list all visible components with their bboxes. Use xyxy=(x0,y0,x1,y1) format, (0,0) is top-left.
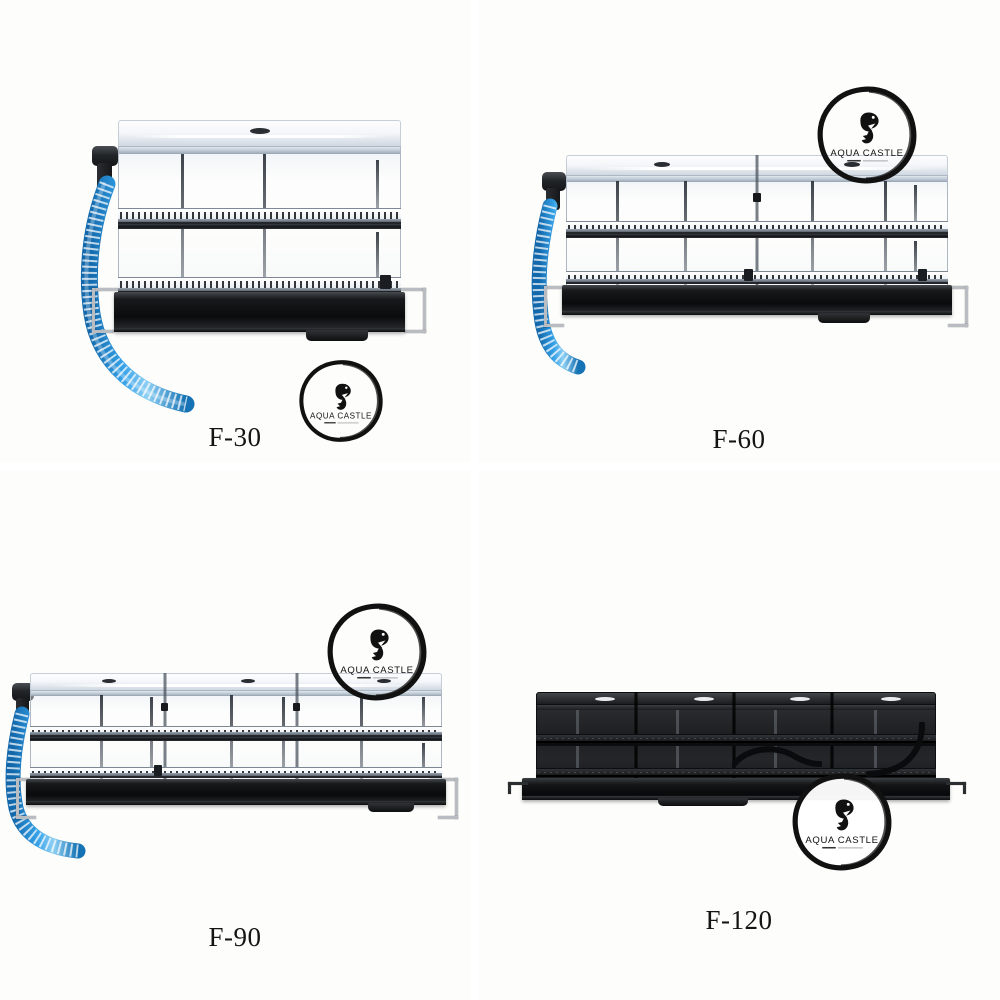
inner-baffle xyxy=(422,743,425,777)
chamber-divider xyxy=(566,234,948,238)
product-f90[interactable]: AQUA CASTLE F-90 xyxy=(0,470,470,1000)
caption-f90: F-90 xyxy=(208,922,262,952)
tray-slot-grille xyxy=(120,281,399,289)
tray-slot-grille xyxy=(538,738,934,739)
tray-slot-grille xyxy=(32,771,440,774)
internal-black-tube xyxy=(732,746,822,767)
internal-black-tube xyxy=(866,722,925,777)
lid-vent-hole xyxy=(789,697,810,701)
filter-box-f30[interactable] xyxy=(118,120,401,296)
tray-front-edge xyxy=(30,732,442,735)
outlet-chip xyxy=(918,269,927,281)
watermark-logo-f60: AQUA CASTLE xyxy=(815,83,919,187)
watermark-logo-f30: AQUA CASTLE xyxy=(297,357,385,445)
tray-front-edge xyxy=(566,229,948,232)
hose-elbow-fitting xyxy=(12,683,34,701)
lid-vent-hole xyxy=(101,679,116,683)
chamber-divider xyxy=(30,737,442,741)
filter-tray-lower[interactable] xyxy=(536,768,936,777)
filter-tray-lower[interactable] xyxy=(118,277,401,293)
filter-base-f60 xyxy=(562,285,952,315)
hanging-bracket-right xyxy=(940,286,968,330)
top-rim xyxy=(30,691,442,696)
base-lip xyxy=(26,801,446,805)
blue-corrugated-hose xyxy=(531,198,586,375)
base-lip xyxy=(562,311,952,315)
product-f60[interactable]: AQUA CASTLE F-60 xyxy=(478,0,1000,462)
filter-lid[interactable] xyxy=(118,120,401,146)
hanging-bracket-right xyxy=(946,782,966,796)
lid-vent-hole xyxy=(694,697,715,701)
hose-elbow-fitting xyxy=(92,146,118,166)
seam-pin xyxy=(753,193,761,202)
tray-slot-grille xyxy=(120,212,399,220)
caption-f120: F-120 xyxy=(705,905,773,935)
filter-base-f30 xyxy=(114,292,405,332)
watermark-brand-text: AQUA CASTLE xyxy=(340,665,413,676)
lid-vent-hole xyxy=(654,162,670,167)
filter-tray-upper[interactable] xyxy=(536,734,936,743)
filter-tray-upper[interactable] xyxy=(566,221,948,234)
lid-vent-hole xyxy=(844,162,860,167)
base-mount-tab xyxy=(306,330,368,341)
base-mount-tab xyxy=(818,313,870,323)
product-f30[interactable]: AQUA CASTLE F-30 xyxy=(0,0,470,462)
filter-box-f120[interactable] xyxy=(536,692,936,780)
outlet-chip xyxy=(154,765,162,776)
base-mount-tab xyxy=(658,798,748,806)
base-mount-tab xyxy=(368,803,414,812)
hanging-bracket-left xyxy=(544,286,572,330)
lid-vent-hole xyxy=(376,679,391,683)
product-f120[interactable]: AQUA CASTLE F-120 xyxy=(478,470,1000,1000)
lid-highlight xyxy=(130,135,389,138)
top-rim xyxy=(536,705,936,710)
lid-vent-hole xyxy=(241,679,256,683)
top-rim xyxy=(118,147,401,154)
tray-front-edge xyxy=(30,773,442,776)
tray-slot-grille xyxy=(568,225,946,230)
tray-front-edge xyxy=(566,279,948,282)
tray-slot-grille xyxy=(32,730,440,733)
lid-highlight xyxy=(47,684,425,687)
watermark-logo-f120: AQUA CASTLE xyxy=(790,770,894,874)
watermark-brand-text: AQUA CASTLE xyxy=(805,835,878,846)
caption-f60: F-60 xyxy=(712,424,766,454)
watermark-brand-text: AQUA CASTLE xyxy=(310,412,372,421)
hanging-bracket-left xyxy=(92,288,122,336)
seam-pin xyxy=(293,703,300,711)
inner-baffle xyxy=(376,232,379,286)
chamber-divider xyxy=(118,224,401,229)
lid-vent-hole xyxy=(249,128,270,134)
filter-tray-upper[interactable] xyxy=(30,726,442,737)
inner-baffle xyxy=(914,241,917,281)
hose-elbow-fitting xyxy=(542,172,566,191)
hanging-bracket-right xyxy=(396,288,426,336)
caption-f30: F-30 xyxy=(208,422,262,452)
tray-slot-grille xyxy=(568,275,946,280)
watermark-brand-text: AQUA CASTLE xyxy=(830,148,903,159)
filter-box-f60[interactable] xyxy=(566,155,948,287)
lid-vent-hole xyxy=(594,697,615,701)
inner-baffle xyxy=(376,160,379,214)
filter-tray-upper[interactable] xyxy=(118,208,401,224)
inner-baffle xyxy=(422,697,425,733)
filter-lid[interactable] xyxy=(536,692,936,704)
outlet-chip xyxy=(744,269,753,281)
watermark-logo-f90: AQUA CASTLE xyxy=(325,600,429,704)
outlet-chip xyxy=(380,275,391,289)
lid-vent-hole xyxy=(881,697,902,701)
tray-front-edge xyxy=(118,288,401,291)
inner-baffle xyxy=(914,185,917,227)
filter-tray-lower[interactable] xyxy=(566,271,948,284)
filter-base-f90 xyxy=(26,779,446,805)
filter-tray-lower[interactable] xyxy=(30,767,442,778)
seam-pin xyxy=(161,703,168,711)
tray-front-edge xyxy=(118,219,401,222)
base-lip xyxy=(114,328,405,332)
filter-box-f90[interactable] xyxy=(30,673,442,781)
tray-slot-grille xyxy=(538,772,934,773)
chamber-divider xyxy=(536,743,936,746)
hanging-bracket-left xyxy=(508,782,528,796)
